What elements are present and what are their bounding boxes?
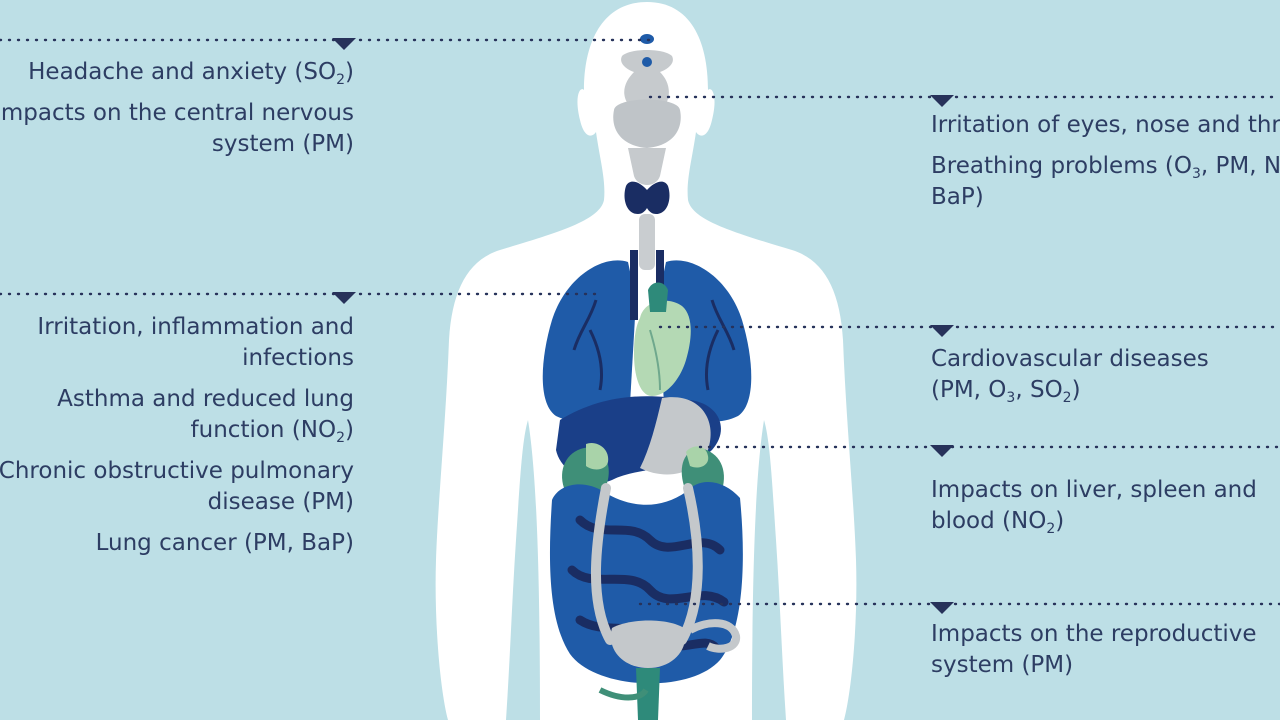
heart-organ <box>634 282 691 396</box>
subscript: 2 <box>1046 521 1056 537</box>
annotation-heart: Cardiovascular diseases(PM, O3, SO2) <box>931 344 1209 416</box>
reproductive-organ <box>590 483 741 720</box>
leader-lines <box>0 38 1280 614</box>
subscript: 2 <box>336 430 346 446</box>
thyroid-organ <box>624 181 670 270</box>
marker-triangle-heart <box>930 325 954 337</box>
subscript: 3 <box>1006 390 1016 406</box>
subscript: 2 <box>336 72 346 88</box>
brain-organ <box>613 34 681 185</box>
annotation-text: Headache and anxiety (SO2) <box>28 59 354 88</box>
subscript: 2 <box>1062 390 1072 406</box>
marker-triangle-eyes <box>930 95 954 107</box>
subscript: 3 <box>1192 166 1201 182</box>
marker-triangle-head <box>332 38 356 50</box>
marker-triangle-liver <box>930 445 954 457</box>
lungs-organ <box>542 250 752 422</box>
marker-triangle-reproductive <box>930 602 954 614</box>
kidneys-organ <box>562 442 724 502</box>
annotation-text: Lung cancer (PM, BaP) <box>95 530 354 556</box>
annotation-text: Irritation of eyes, nose and throat <box>931 112 1280 138</box>
annotation-text: Breathing problems (O3, PM, NO2,BaP) <box>931 153 1280 210</box>
annotation-head: Headache and anxiety (SO2) Impacts on the… <box>0 57 354 170</box>
marker-triangle-lungs <box>332 292 356 304</box>
annotation-text: Cardiovascular diseases(PM, O3, SO2) <box>931 346 1209 406</box>
